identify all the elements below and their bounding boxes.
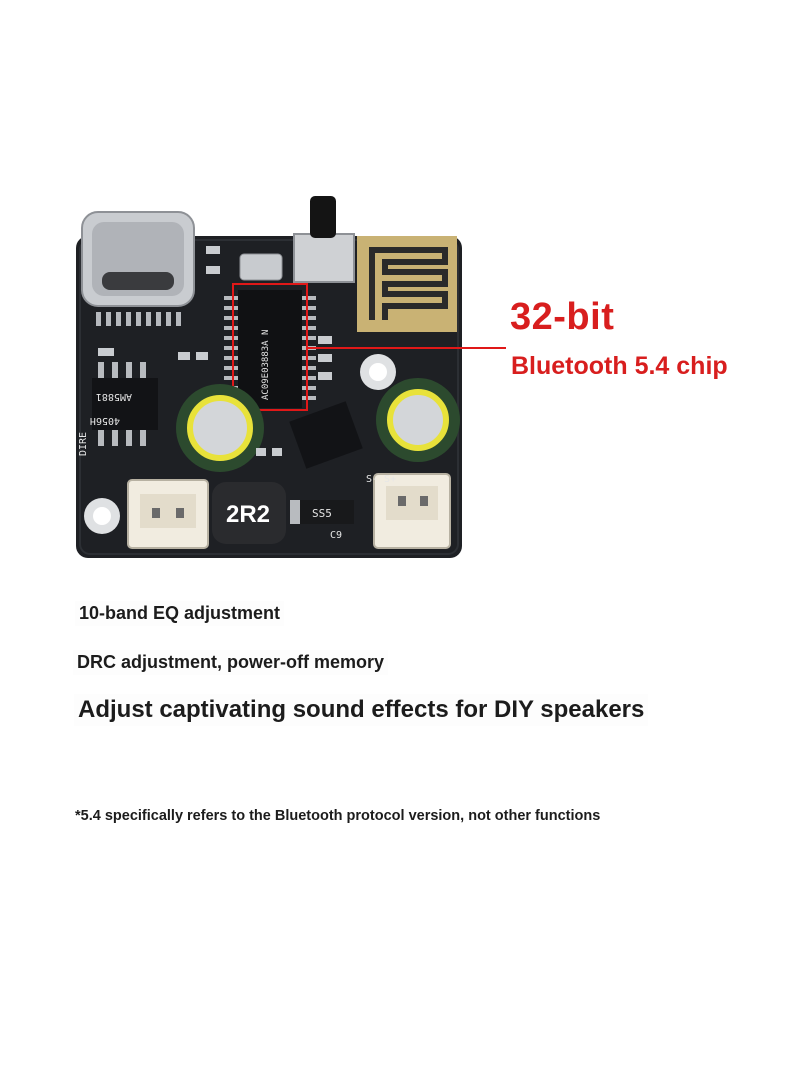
push-button: [293, 196, 355, 283]
diode: SS5: [290, 500, 354, 524]
inductor-label: 2R2: [226, 501, 270, 528]
capacitor-left: [176, 384, 264, 472]
crystal: [239, 253, 283, 281]
main-chip-label: AC09E03883A N: [261, 330, 271, 400]
inductor: 2R2: [212, 482, 286, 544]
regulator-chip: [289, 401, 363, 469]
silk-speaker: S- S+: [366, 474, 396, 485]
footnote: *5.4 specifically refers to the Bluetoot…: [75, 808, 601, 824]
silk-dire: DIRE: [78, 432, 89, 456]
antenna: [357, 236, 457, 332]
power-connector: [127, 479, 209, 549]
diode-label: SS5: [312, 507, 332, 520]
amplifier-chip-code: 4056H: [90, 415, 120, 426]
bluetooth-module-photo: AC09E03883A N 4056H AM5881 2R2: [76, 196, 506, 558]
speaker-connector: [373, 473, 451, 549]
usb-c-port: [81, 211, 195, 326]
capacitor-right: [376, 378, 460, 462]
feature-sound: Adjust captivating sound effects for DIY…: [74, 694, 649, 726]
callout-title: 32-bit: [510, 296, 615, 338]
feature-drc: DRC adjustment, power-off memory: [73, 650, 389, 675]
silk-c9: C9: [330, 530, 342, 541]
feature-eq: 10-band EQ adjustment: [75, 601, 285, 626]
amplifier-chip: 4056H AM5881: [90, 362, 158, 446]
amplifier-chip-label: AM5881: [96, 391, 132, 402]
callout-subtitle: Bluetooth 5.4 chip: [511, 352, 728, 380]
